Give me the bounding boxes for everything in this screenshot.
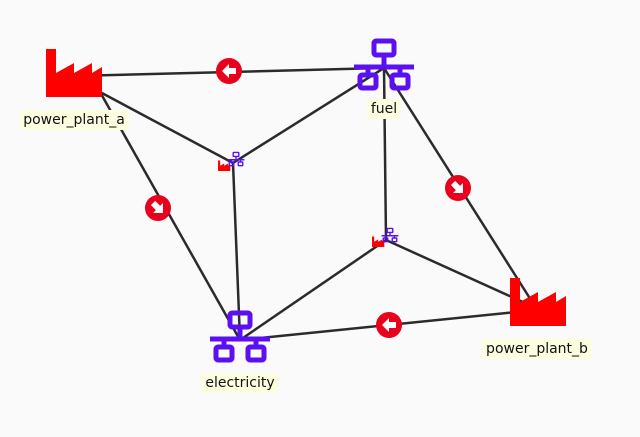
arrow-down-right-icon [150, 200, 163, 213]
edge-relationship-b-electricity[interactable] [239, 238, 387, 342]
arrow-left-icon [222, 64, 236, 78]
flow-marker-fuel-power_plant_a[interactable] [216, 58, 242, 84]
network-icon [380, 227, 400, 243]
label-power_plant_b[interactable]: power_plant_b [482, 339, 592, 359]
network-icon [226, 151, 246, 167]
flow-marker-power_plant_a-electricity[interactable] [145, 195, 171, 221]
factory-icon [510, 278, 566, 326]
label-fuel[interactable]: fuel [366, 99, 402, 119]
factory-icon [372, 236, 385, 247]
arrow-down-right-icon [450, 180, 463, 193]
flow-marker-power_plant_b-electricity[interactable] [376, 312, 402, 338]
label-electricity[interactable]: electricity [201, 373, 279, 393]
node-power_plant_a[interactable] [46, 49, 102, 97]
label-power_plant_a[interactable]: power_plant_a [19, 110, 129, 130]
edges [73, 66, 538, 342]
edge-power_plant_a-relationship[interactable] [99, 90, 234, 165]
edge-power_plant_a-electricity[interactable] [98, 91, 242, 341]
flow-marker-fuel-power_plant_b[interactable] [445, 175, 471, 201]
factory-icon [46, 49, 102, 97]
relationship-node-a[interactable] [218, 151, 246, 171]
factory-icon [218, 160, 231, 171]
edge-fuel-relationship-b[interactable] [382, 67, 388, 241]
node-power_plant_b[interactable] [510, 278, 566, 326]
arrow-left-icon [382, 318, 396, 332]
